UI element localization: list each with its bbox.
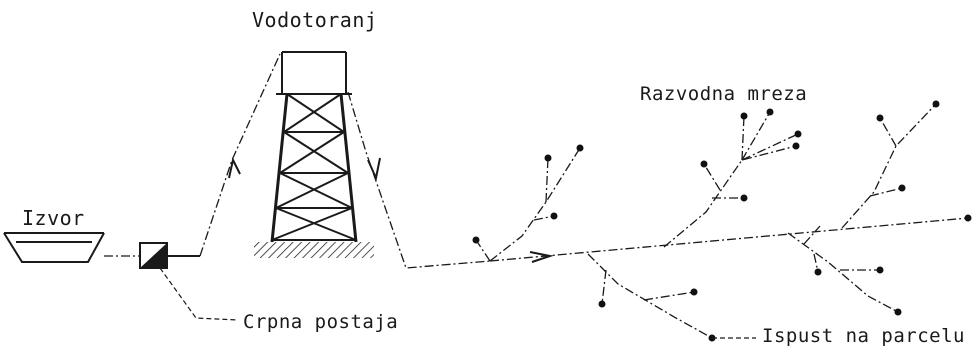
flow-arrow-outflow [367,157,381,182]
distribution-network [472,100,972,342]
outlet-label: Ispust na parcelu [762,325,965,347]
distribution-network-label: Razvodna mreza [640,83,808,105]
pipe-tower-to-network [347,91,491,269]
flow-arrow-rising [228,157,241,179]
pump-station-icon [139,242,168,269]
source-basin [3,232,105,263]
source-label: Izvor [22,206,85,230]
water-tower-label: Vodotoranj [252,8,378,32]
pump-station-label: Crpna postaja [243,311,399,333]
pipe-pump-to-tower [199,53,281,257]
leader-pump-station [159,267,239,321]
water-tower [254,51,374,258]
